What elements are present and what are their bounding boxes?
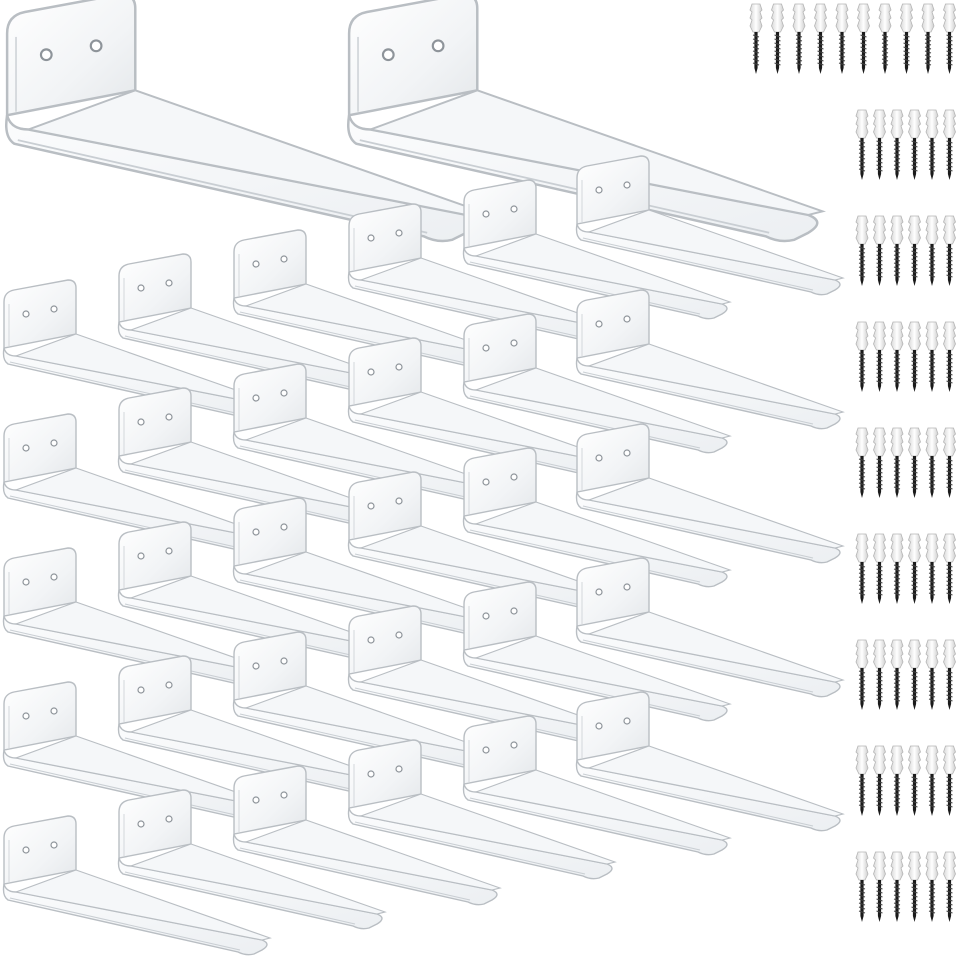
small-shelf	[2, 815, 272, 956]
anchor-screw-set	[943, 533, 956, 604]
anchor-screw-set	[943, 639, 956, 710]
anchor-screw-set	[925, 215, 939, 286]
anchor-screw-set	[878, 3, 892, 74]
anchor-screw-set	[925, 745, 939, 816]
anchor-screw-set	[943, 3, 956, 74]
hardware-group	[749, 3, 956, 922]
anchor-screw-set	[943, 215, 956, 286]
anchor-screw-set	[943, 427, 956, 498]
anchor-screw-set	[921, 3, 935, 74]
anchor-screw-set	[890, 215, 904, 286]
anchor-screw-set	[890, 427, 904, 498]
anchor-screw-set	[908, 215, 921, 286]
anchor-screw-set	[855, 215, 869, 286]
anchor-screw-set	[873, 639, 886, 710]
anchor-screw-set	[908, 533, 921, 604]
anchor-screw-set	[855, 639, 869, 710]
anchor-screw-set	[908, 427, 921, 498]
anchor-screw-set	[873, 109, 886, 180]
small-shelf	[232, 631, 502, 772]
anchor-screw-set	[873, 533, 886, 604]
anchor-screw-set	[771, 3, 784, 74]
small-shelf	[2, 681, 272, 822]
small-shelf	[117, 253, 387, 394]
anchor-screw-set	[925, 321, 939, 392]
small-shelf	[462, 179, 732, 320]
anchor-screw-set	[943, 109, 956, 180]
small-shelf	[462, 313, 732, 454]
anchor-screw-set	[908, 109, 921, 180]
small-shelf	[347, 337, 617, 478]
anchor-screw-set	[925, 639, 939, 710]
anchor-screw-set	[943, 745, 956, 816]
shelves-group	[2, 0, 845, 956]
anchor-screw-set	[814, 3, 827, 74]
anchor-screw-set	[855, 745, 869, 816]
anchor-screw-set	[855, 321, 869, 392]
small-shelf	[462, 447, 732, 588]
anchor-screw-set	[855, 427, 869, 498]
anchor-screw-set	[925, 109, 939, 180]
anchor-screw-set	[855, 533, 869, 604]
anchor-screw-set	[873, 427, 886, 498]
small-shelf	[232, 497, 502, 638]
anchor-screw-set	[890, 533, 904, 604]
anchor-screw-set	[925, 533, 939, 604]
anchor-screw-set	[873, 851, 886, 922]
anchor-screw-set	[873, 215, 886, 286]
small-shelf	[347, 739, 617, 880]
anchor-screw-set	[835, 3, 849, 74]
anchor-screw-set	[873, 745, 886, 816]
small-shelf	[232, 765, 502, 906]
anchor-screw-set	[908, 745, 921, 816]
small-shelf	[575, 423, 845, 564]
small-shelf	[2, 413, 272, 554]
anchor-screw-set	[792, 3, 806, 74]
small-shelf	[232, 363, 502, 504]
anchor-screw-set	[873, 321, 886, 392]
small-shelf	[117, 521, 387, 662]
small-shelf	[462, 581, 732, 722]
anchor-screw-set	[855, 109, 869, 180]
anchor-screw-set	[908, 321, 921, 392]
anchor-screw-set	[890, 851, 904, 922]
anchor-screw-set	[855, 851, 869, 922]
small-shelf	[575, 289, 845, 430]
anchor-screw-set	[908, 639, 921, 710]
anchor-screw-set	[749, 3, 763, 74]
anchor-screw-set	[890, 745, 904, 816]
small-shelf	[575, 691, 845, 832]
small-shelf	[575, 155, 845, 296]
anchor-screw-set	[908, 851, 921, 922]
anchor-screw-set	[943, 321, 956, 392]
anchor-screw-set	[925, 851, 939, 922]
small-shelf	[117, 387, 387, 528]
anchor-screw-set	[943, 851, 956, 922]
anchor-screw-set	[890, 639, 904, 710]
anchor-screw-set	[925, 427, 939, 498]
small-shelf	[117, 789, 387, 930]
anchor-screw-set	[890, 109, 904, 180]
anchor-screw-set	[890, 321, 904, 392]
small-shelf	[575, 557, 845, 698]
small-shelf	[2, 547, 272, 688]
anchor-screw-set	[900, 3, 913, 74]
small-shelf	[347, 605, 617, 746]
small-shelf	[117, 655, 387, 796]
small-shelf	[462, 715, 732, 856]
anchor-screw-set	[857, 3, 870, 74]
small-shelf	[347, 471, 617, 612]
